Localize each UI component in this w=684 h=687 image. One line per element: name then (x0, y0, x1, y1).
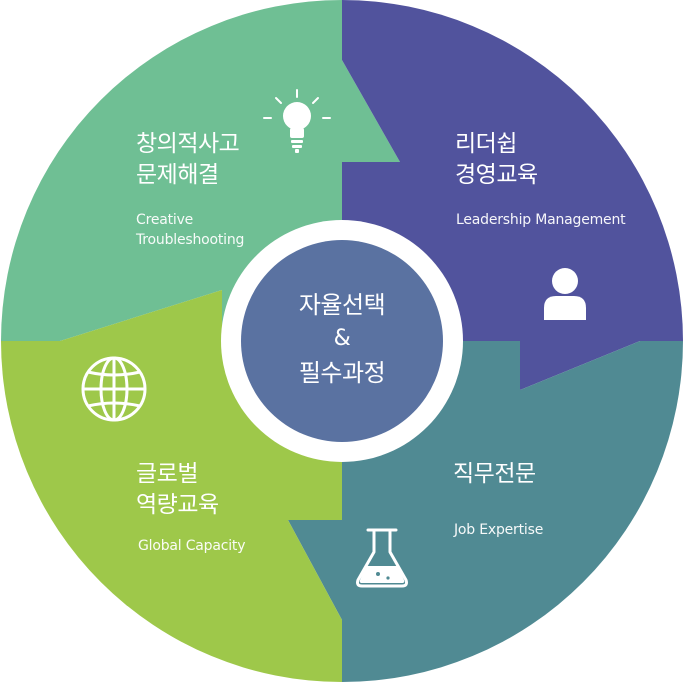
creative-title: 창의적사고 문제해결 (136, 129, 240, 191)
creative-title-line1: 창의적사고 (136, 131, 240, 157)
global-title-line1: 글로벌 (136, 461, 198, 487)
global-title-line2: 역량교육 (136, 492, 219, 518)
lightbulb-icon (263, 89, 331, 153)
leadership-title-line2: 경영교육 (455, 162, 538, 188)
creative-subtitle-line1: Creative (136, 212, 194, 228)
global-title: 글로벌 역량교육 (136, 459, 219, 521)
job-subtitle: Job Expertise (454, 522, 544, 538)
center-disc (241, 240, 443, 442)
flask-icon (356, 528, 408, 588)
person-icon (544, 268, 586, 320)
center-line3: 필수과정 (298, 359, 386, 387)
job-title: 직무전문 (453, 461, 536, 487)
creative-subtitle-line2: Troubleshooting (136, 232, 245, 248)
center-line1: 자율선택 (298, 291, 386, 319)
leadership-title-line1: 리더쉽 (455, 131, 517, 157)
global-subtitle: Global Capacity (138, 538, 246, 554)
leadership-subtitle: Leadership Management (456, 212, 626, 228)
center-line2: & (333, 326, 351, 351)
leadership-title: 리더쉽 경영교육 (455, 129, 538, 191)
creative-subtitle: Creative Troubleshooting (136, 210, 244, 250)
globe-icon (81, 356, 147, 422)
creative-title-line2: 문제해결 (136, 162, 219, 188)
